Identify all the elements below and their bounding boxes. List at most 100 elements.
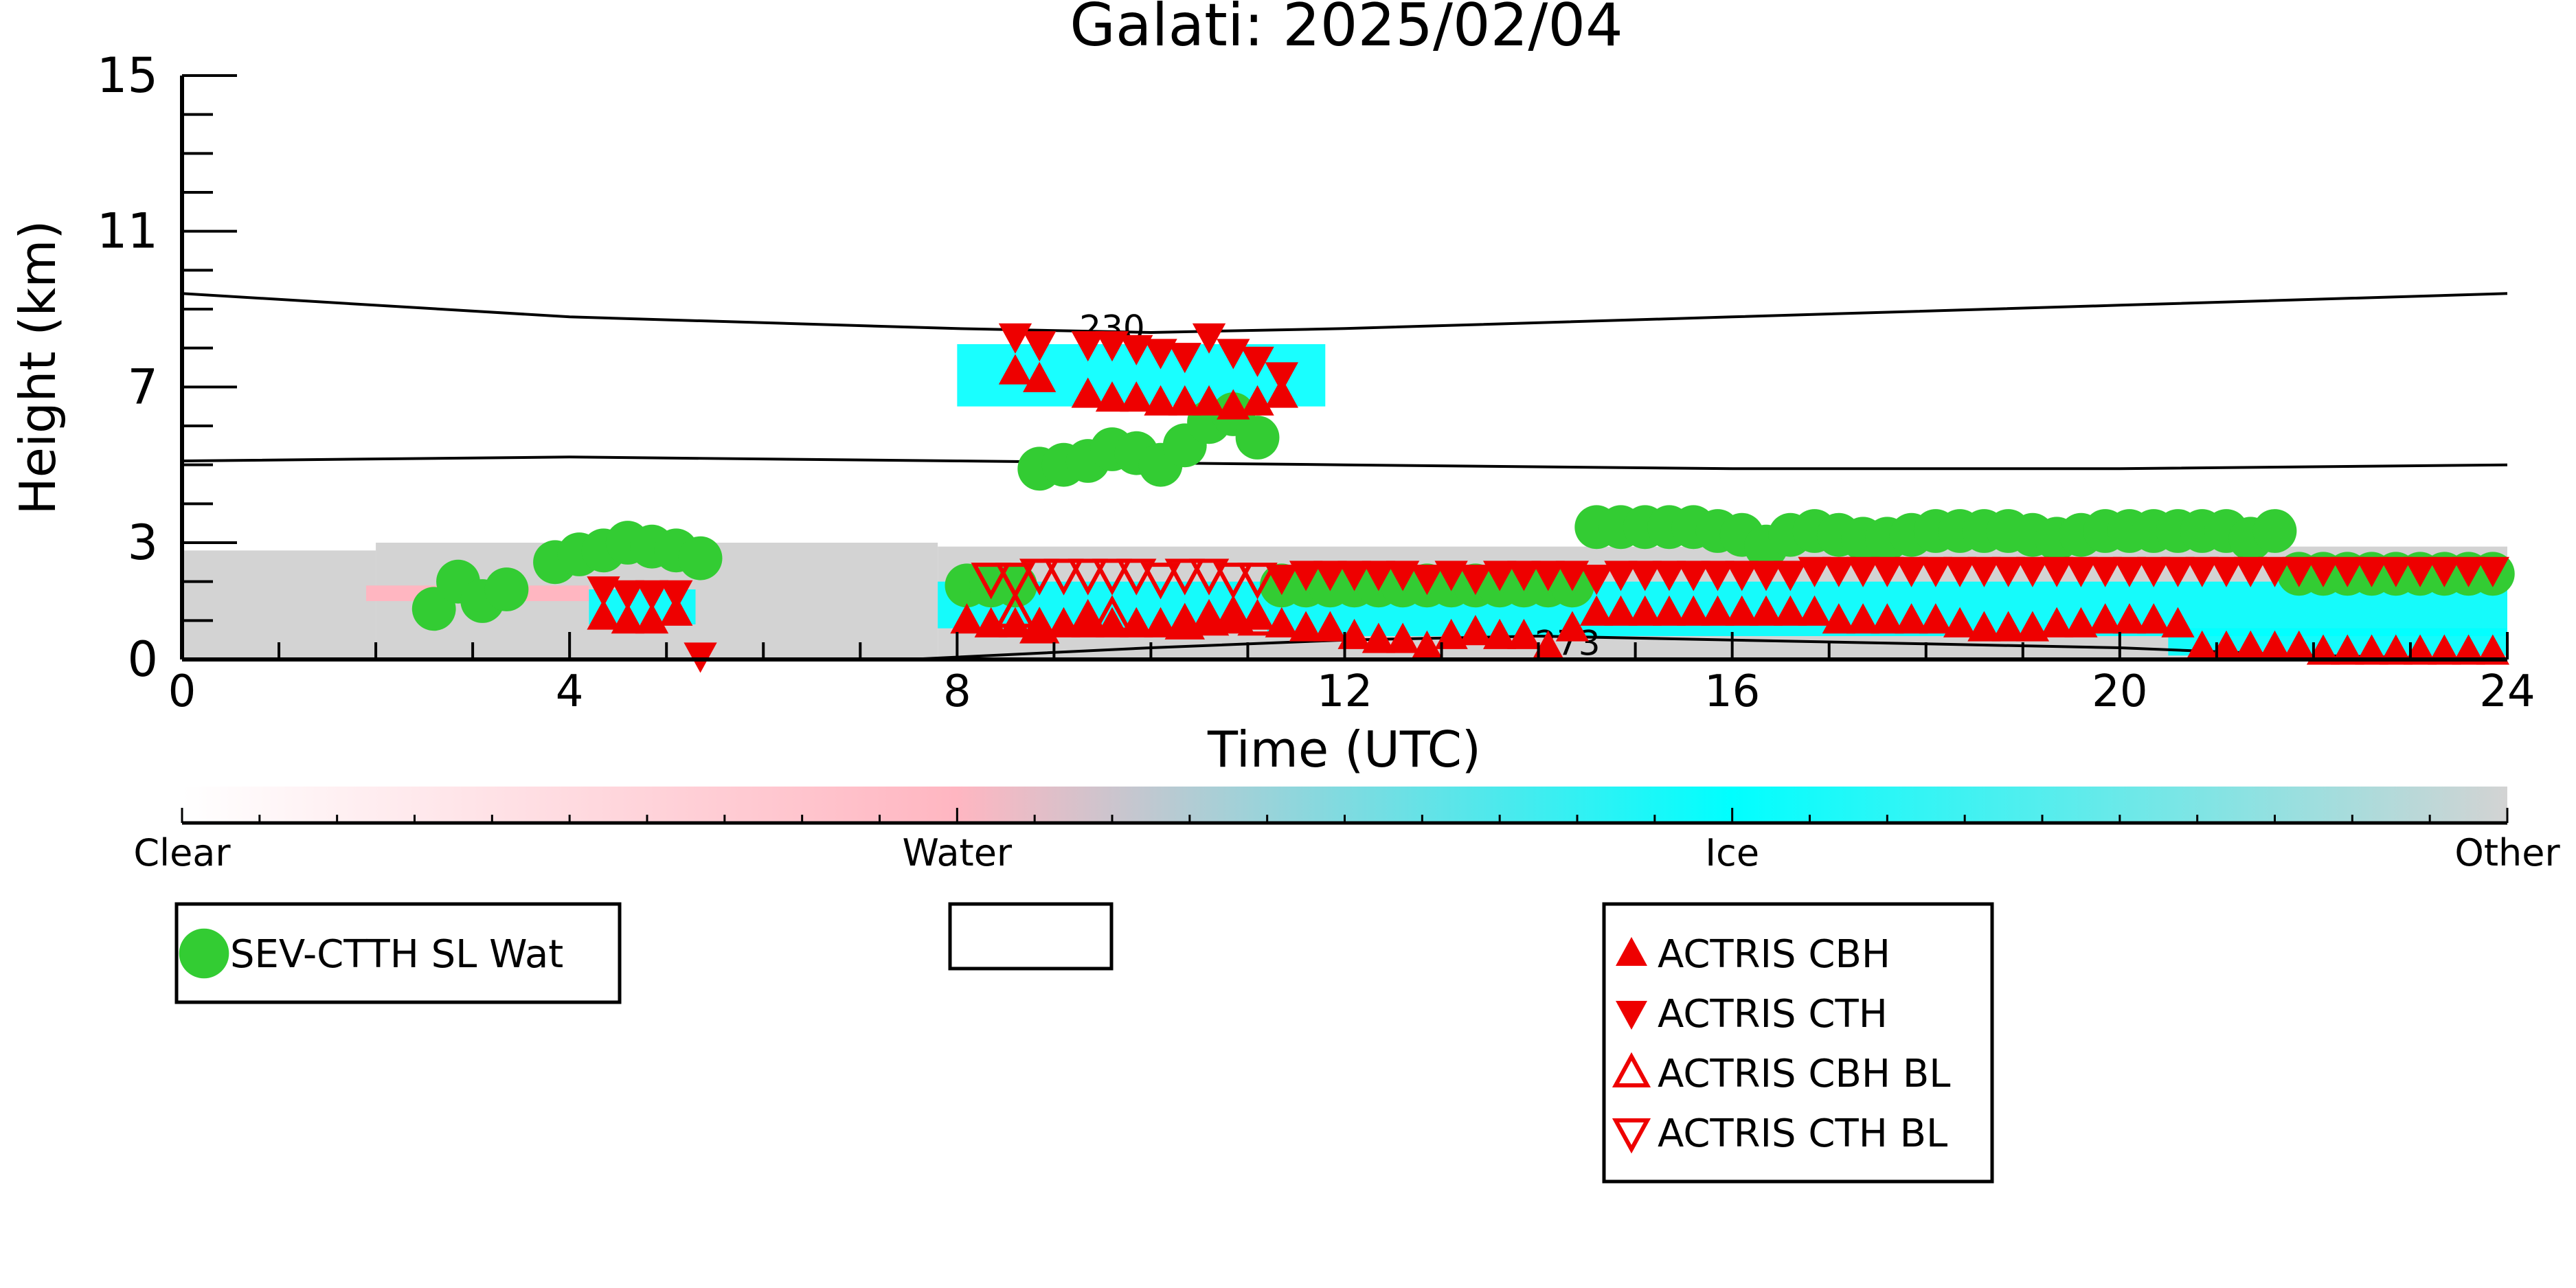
data-point-sev-ctth-sl-wat (678, 536, 723, 580)
data-point-actris-cth (1386, 561, 1420, 591)
data-point-actris-cbh (1871, 603, 1904, 634)
data-point-actris-cbh (1555, 611, 1590, 642)
data-point-actris-cbh (2040, 607, 2074, 637)
data-point-actris-cth (2476, 556, 2509, 587)
data-point-actris-cbh (1386, 622, 1420, 653)
data-point-actris-cbh (1507, 618, 1541, 649)
data-point-actris-cbh (2015, 611, 2050, 642)
series-actris-cth-bl (971, 558, 1278, 600)
legend-marker-actris-cth-bl (1612, 1118, 1651, 1154)
data-point-sev-ctth-sl-wat (484, 567, 529, 611)
legend-marker-actris-cth (1616, 1001, 1647, 1030)
data-point-actris-cbh-bl (1237, 598, 1278, 636)
data-point-actris-cbh (1410, 630, 1444, 661)
contour-line-230 (182, 292, 2507, 335)
data-point-actris-cth (1774, 561, 1807, 591)
data-point-actris-cbh (1531, 630, 1565, 661)
data-point-actris-cbh (1652, 595, 1686, 626)
data-point-actris-cbh (1967, 611, 2001, 642)
x-tick-label: 24 (2479, 666, 2535, 717)
data-point-actris-cbh (611, 603, 644, 634)
x-axis-label: Time (UTC) (1207, 721, 1481, 778)
data-point-actris-cth (1289, 561, 1323, 591)
data-point-actris-cth (635, 580, 669, 611)
data-point-actris-cth (1725, 561, 1759, 591)
data-point-actris-cbh (1120, 381, 1153, 412)
series-actris-cbh-bl (995, 591, 1278, 644)
data-point-actris-cbh (1822, 603, 1855, 634)
data-point-actris-cth-bl (995, 563, 1036, 600)
data-point-actris-cbh (1458, 615, 1493, 646)
data-point-actris-cbh (1991, 611, 2025, 642)
data-point-actris-cth-bl (1092, 558, 1133, 596)
data-point-actris-cbh (2258, 630, 2292, 661)
data-point-actris-cth-bl (971, 563, 1011, 600)
legend-marker-actris-cbh (1616, 937, 1647, 966)
legend-box-1: SEV-CTTH SL Wat (174, 902, 622, 1004)
data-point-actris-cbh (1919, 603, 1953, 634)
data-point-actris-cbh (1023, 361, 1057, 392)
data-point-actris-cth (2015, 556, 2050, 587)
data-point-actris-cbh (2428, 634, 2461, 665)
y-tick-label: 15 (97, 47, 158, 104)
legend-box-2 (948, 902, 1114, 971)
data-point-actris-cth (2088, 556, 2122, 587)
data-point-actris-cbh (1943, 607, 1977, 637)
data-point-actris-cth (1337, 561, 1371, 591)
data-point-actris-cth (1507, 561, 1541, 591)
data-point-actris-cth (2234, 556, 2268, 587)
data-point-actris-cbh (1798, 595, 1831, 626)
data-point-actris-cbh (1313, 611, 1347, 642)
data-point-actris-cbh (2112, 603, 2147, 634)
legend-label-actris-cth-bl: ACTRIS CTH BL (1658, 1111, 1947, 1156)
data-point-actris-cbh (1677, 595, 1710, 626)
x-tick-label: 4 (556, 666, 584, 717)
colorbar-label-clear: Clear (133, 831, 231, 874)
data-point-actris-cth (1677, 561, 1710, 591)
data-point-actris-cbh-bl (1067, 598, 1108, 636)
data-point-actris-cbh-bl (1164, 602, 1205, 640)
data-point-actris-cth-bl (1164, 558, 1205, 596)
data-point-actris-cth (2282, 556, 2316, 587)
data-point-actris-cbh (2161, 607, 2195, 637)
data-point-actris-cbh (2379, 634, 2413, 665)
chart-title: Galati: 2025/02/04 (1070, 0, 1623, 60)
data-point-actris-cbh (974, 607, 1008, 637)
data-point-actris-cbh (1725, 595, 1759, 626)
contour-line-250 (182, 455, 2507, 471)
data-point-actris-cth (2379, 556, 2413, 587)
data-point-actris-cbh (1604, 595, 1638, 626)
data-point-actris-cbh (1071, 377, 1105, 408)
data-point-actris-cth (2306, 556, 2340, 587)
data-point-actris-cbh (2403, 634, 2437, 665)
data-point-actris-cth (1580, 565, 1614, 596)
data-point-actris-cth (1144, 339, 1177, 370)
data-point-actris-cbh (1580, 595, 1614, 626)
data-point-actris-cth (1871, 556, 1904, 587)
data-point-actris-cth (611, 580, 644, 611)
data-point-actris-cbh (1192, 385, 1226, 416)
data-point-actris-cbh (2331, 634, 2364, 665)
data-point-sev-ctth-sl-wat (1235, 416, 1280, 460)
data-point-actris-cbh (1217, 603, 1250, 634)
y-tick-label: 0 (127, 631, 158, 688)
x-tick-label: 0 (168, 666, 196, 717)
data-point-actris-cth (1991, 556, 2025, 587)
data-point-actris-cth-bl (1140, 563, 1181, 600)
data-point-actris-cth (587, 576, 620, 607)
data-point-actris-cth (2452, 556, 2485, 587)
series-actris-cth (587, 323, 2509, 673)
data-point-actris-cbh (587, 599, 620, 630)
data-point-sev-ctth-sl-wat (2252, 509, 2297, 553)
data-point-actris-cth-bl (1237, 563, 1278, 600)
data-point-actris-cth (2161, 556, 2195, 587)
y-tick-label: 11 (97, 203, 158, 260)
data-point-actris-cth (1943, 556, 1977, 587)
data-point-actris-cbh (2209, 630, 2244, 661)
series-sev-ctth-sl-wat (411, 392, 2515, 631)
data-point-actris-cbh (1846, 603, 1880, 634)
data-point-actris-cth-bl (1067, 558, 1108, 596)
